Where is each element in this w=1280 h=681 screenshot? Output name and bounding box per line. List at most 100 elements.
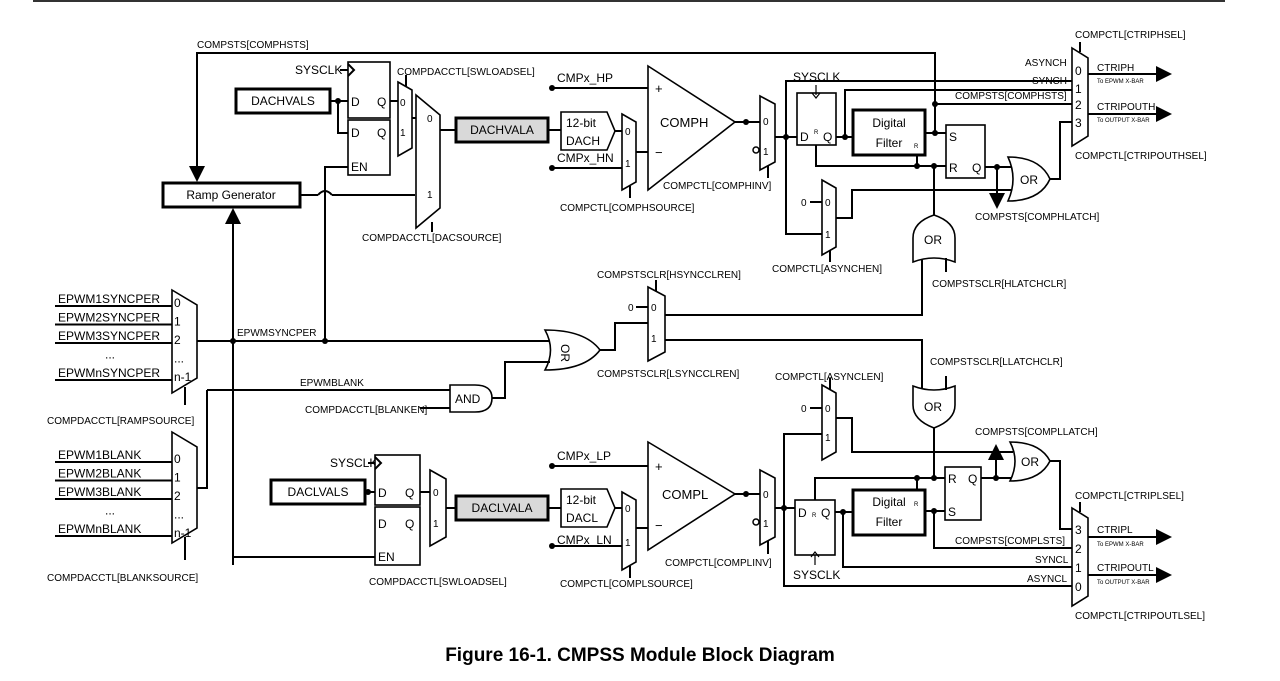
pin-d: D — [351, 95, 360, 109]
syncper-input-label: ... — [105, 348, 115, 362]
or-gate-low-output — [1008, 441, 1051, 482]
pin-d: D — [798, 506, 807, 520]
ctripoutl-label: CTRIPOUTL — [1097, 563, 1154, 574]
comphsource-label: COMPCTL[COMPHSOURCE] — [560, 203, 695, 214]
mux-input-0: 0 — [1075, 580, 1082, 594]
minus-sign: − — [655, 518, 663, 533]
mux-input-0: 0 — [625, 127, 631, 138]
lsyncclren-label: COMPSTSCLR[LSYNCCLREN] — [597, 369, 739, 380]
pin-en: EN — [378, 550, 395, 564]
mux-input-1: 1 — [625, 538, 631, 549]
dacsource-label: COMPDACCTL[DACSOURCE] — [362, 233, 502, 244]
flip-flop-2 — [347, 119, 391, 176]
inverter-bubble — [752, 518, 760, 526]
mux-input-2: 2 — [1075, 98, 1082, 112]
pin-q: Q — [377, 95, 386, 109]
mux-input-0: 0 — [825, 404, 831, 415]
blank-input-label: EPWM2BLANK — [58, 467, 141, 481]
const-zero: 0 — [801, 404, 807, 415]
swloadsel-label: COMPDACCTL[SWLOADSEL] — [397, 67, 535, 78]
dachvala-label: DACHVALA — [470, 123, 534, 137]
rampsource-label: COMPDACCTL[RAMPSOURCE] — [47, 416, 194, 427]
wire — [836, 189, 1012, 219]
comphsts-feedback-wire — [189, 52, 936, 182]
sysclk-label: SYSCLK — [295, 63, 342, 77]
clock-icon — [368, 456, 383, 470]
swloadsel-mux-low — [429, 468, 447, 548]
syncper-input-label: EPWMnSYNCPER — [58, 366, 160, 380]
reset-wire — [815, 145, 946, 167]
mux-input-0: 0 — [400, 98, 406, 109]
mux-input-1: 1 — [763, 519, 769, 530]
flip-flop-1 — [347, 61, 391, 119]
blanksource-mux — [171, 430, 198, 545]
ctriphsel-label: COMPCTL[CTRIPHSEL] — [1075, 30, 1186, 41]
ctriplsel-label: COMPCTL[CTRIPLSEL] — [1075, 491, 1184, 502]
sr-latch-high — [945, 124, 986, 179]
or-label: OR — [924, 233, 942, 247]
daclvals-label: DACLVALS — [288, 485, 349, 499]
pin-d: D — [351, 126, 360, 140]
asynchen-label: COMPCTL[ASYNCHEN] — [772, 264, 882, 275]
reset-wire — [814, 477, 945, 500]
mux-input-1: 1 — [1075, 561, 1082, 575]
pin-q: Q — [377, 126, 386, 140]
mux-index: 1 — [174, 471, 181, 485]
mux-input-0: 0 — [825, 198, 831, 209]
flip-flop-4 — [374, 454, 421, 506]
comph-label: COMPH — [660, 115, 708, 130]
dach-label: DACH — [566, 134, 600, 148]
comphinv-label: COMPCTL[COMPHINV] — [663, 181, 772, 192]
pin-d: D — [800, 130, 809, 144]
pin-r: R — [814, 130, 819, 136]
llatchclr-label: COMPSTSCLR[LLATCHCLR] — [930, 357, 1063, 368]
compl-label: COMPL — [662, 487, 708, 502]
wire — [785, 137, 822, 235]
minus-sign: − — [655, 145, 663, 160]
and-label: AND — [455, 392, 481, 406]
dacsource-mux — [415, 93, 441, 230]
sr-latch-low — [944, 466, 982, 521]
mux-input-0: 0 — [763, 117, 769, 128]
blank-input-label: EPWM1BLANK — [58, 448, 141, 462]
mux-input-2: 2 — [1075, 542, 1082, 556]
and-gate-blank — [449, 384, 493, 413]
mux-input-1: 1 — [651, 334, 657, 345]
daclvala-label: DACLVALA — [472, 501, 533, 515]
pin-en: EN — [351, 160, 368, 174]
ctrip-l-output-mux — [1071, 506, 1089, 608]
mux-input-1: 1 — [433, 519, 439, 530]
mux-index: ... — [174, 508, 184, 522]
syncl-wire — [842, 512, 1072, 568]
complsts-label: COMPSTS[COMPLSTS] — [955, 536, 1065, 547]
mux-input-1: 1 — [825, 433, 831, 444]
complsource-mux — [621, 490, 637, 572]
ctripouthsel-label: COMPCTL[CTRIPOUTHSEL] — [1075, 151, 1207, 162]
cmpx-lp-pin: CMPx_LP — [557, 449, 611, 463]
ctripoutl-dest: To OUTPUT X-BAR — [1097, 580, 1150, 586]
ctriph-label: CTRIPH — [1097, 63, 1134, 74]
en-wire — [324, 166, 348, 341]
flip-flop-5 — [374, 506, 421, 566]
mux-index: 0 — [174, 452, 181, 466]
sysclk-label: SYSCLK — [793, 568, 840, 582]
dacl-label: DACL — [566, 511, 598, 525]
hsyncclren-mux — [647, 285, 666, 363]
filter-label: Digital — [872, 116, 905, 130]
comphsts-feedback-label: COMPSTS[COMPHSTS] — [197, 40, 309, 51]
wire — [1050, 460, 1072, 530]
asynclen-mux — [821, 383, 837, 462]
pin-r: R — [812, 513, 817, 519]
pin-r: R — [948, 472, 957, 486]
hlatchclr-label: COMPSTSCLR[HLATCHCLR] — [932, 279, 1066, 290]
mux-index: 2 — [174, 333, 181, 347]
wire — [337, 101, 348, 134]
flip-flop-6 — [794, 499, 836, 556]
pin-d: D — [378, 517, 387, 531]
swloadsel-mux — [397, 80, 413, 158]
dac-bits-label: 12-bit — [566, 493, 597, 507]
cmpx-hp-pin: CMPx_HP — [557, 71, 613, 85]
mux-input-0: 0 — [625, 504, 631, 515]
compllatch-label: COMPSTS[COMPLLATCH] — [975, 427, 1098, 438]
